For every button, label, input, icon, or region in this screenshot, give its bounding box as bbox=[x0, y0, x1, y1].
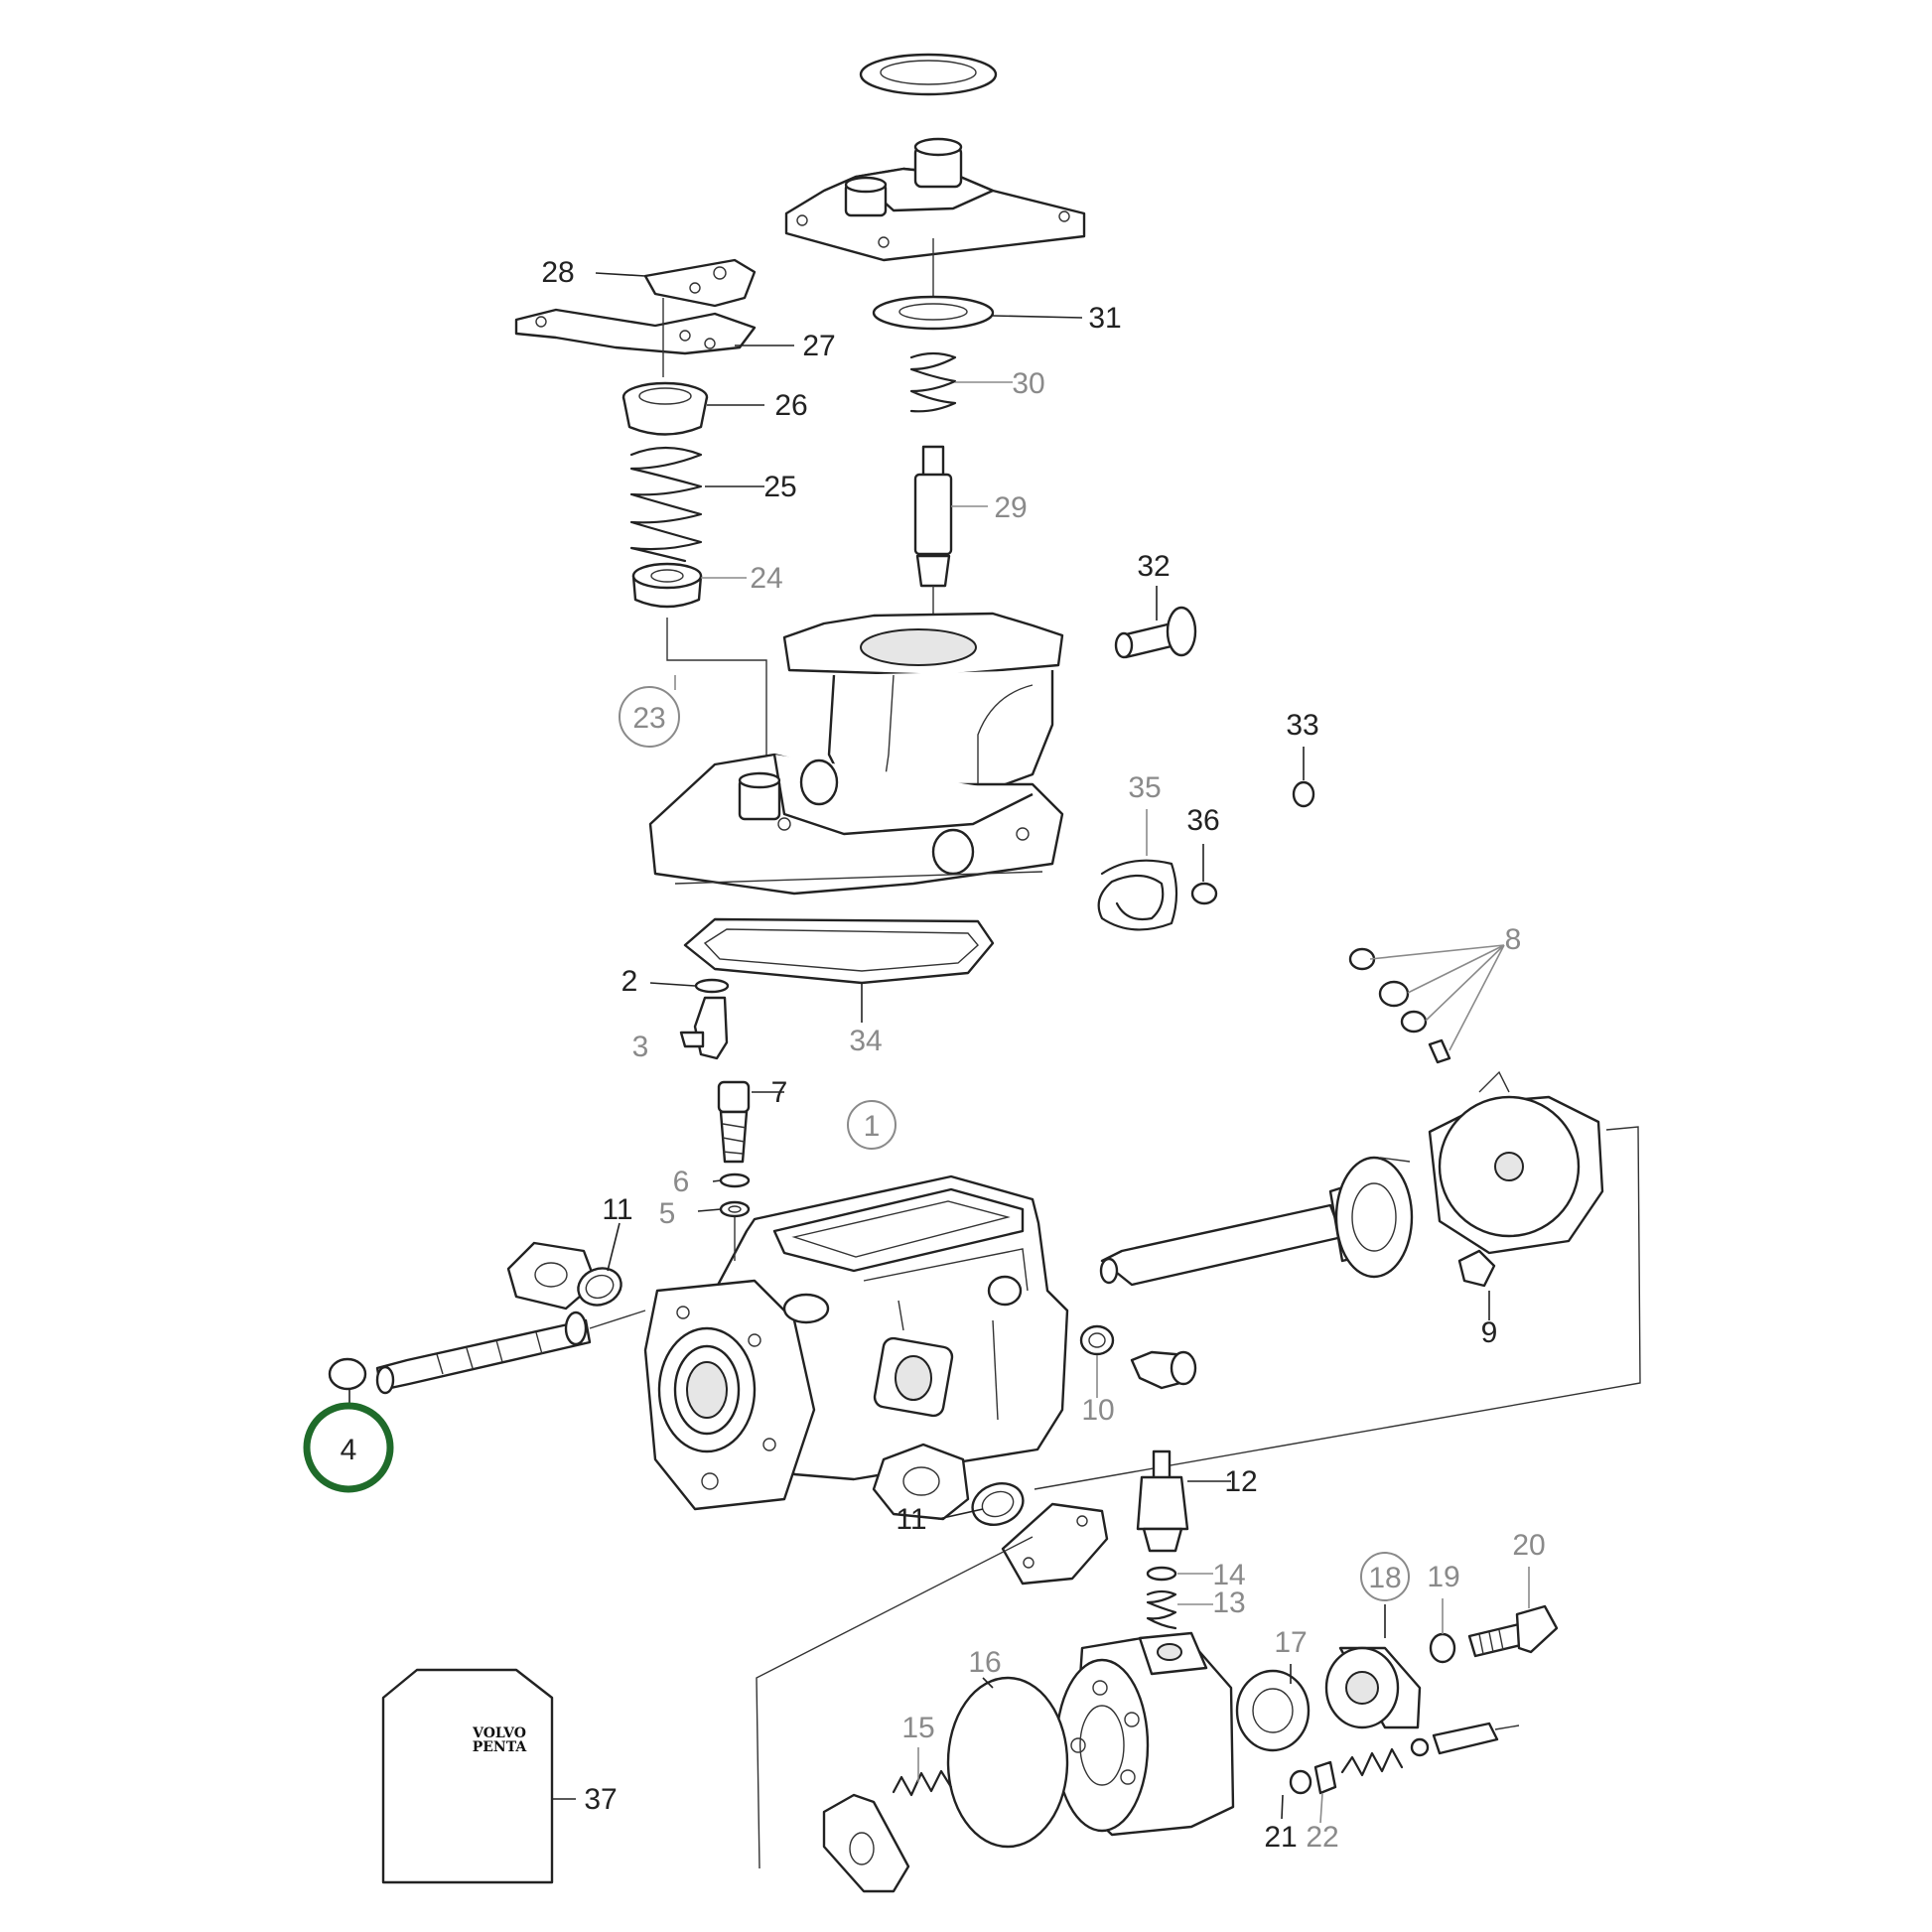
label-1-ring bbox=[847, 1100, 897, 1150]
label-18-ring bbox=[1360, 1552, 1410, 1601]
label-23-ring bbox=[619, 686, 680, 748]
spring-seat-26 bbox=[621, 381, 709, 436]
washer-19 bbox=[1429, 1632, 1456, 1664]
washer-14 bbox=[1146, 1566, 1177, 1582]
plate-28 bbox=[643, 258, 757, 308]
label-13[interactable]: 13 bbox=[1212, 1587, 1245, 1619]
key-9 bbox=[1457, 1249, 1496, 1288]
label-21[interactable]: 21 bbox=[1264, 1821, 1297, 1854]
advance-housing bbox=[1428, 1070, 1604, 1255]
label-15[interactable]: 15 bbox=[901, 1712, 934, 1744]
pump-body bbox=[643, 1174, 1069, 1511]
seal-ring-11a bbox=[577, 1267, 622, 1307]
governor-housing bbox=[648, 612, 1064, 896]
label-24[interactable]: 24 bbox=[750, 562, 782, 595]
plug-18 bbox=[1324, 1646, 1422, 1729]
small-parts-8 bbox=[1348, 947, 1451, 1064]
label-34[interactable]: 34 bbox=[849, 1025, 882, 1057]
shaft-assembly bbox=[375, 1311, 592, 1395]
nut-10 bbox=[1079, 1324, 1115, 1356]
washer-6 bbox=[719, 1173, 751, 1188]
kit-logo-line1: VOLVO bbox=[472, 1725, 526, 1741]
spring-35 bbox=[1097, 859, 1178, 931]
spring-seat-24 bbox=[631, 562, 703, 609]
label-20[interactable]: 20 bbox=[1512, 1529, 1545, 1562]
label-19[interactable]: 19 bbox=[1427, 1561, 1459, 1593]
valve-7 bbox=[717, 1080, 751, 1164]
label-11-top[interactable]: 11 bbox=[602, 1193, 632, 1226]
label-12[interactable]: 12 bbox=[1224, 1465, 1257, 1498]
label-3[interactable]: 3 bbox=[632, 1031, 649, 1063]
label-35[interactable]: 35 bbox=[1128, 771, 1161, 804]
label-23[interactable]: 23 bbox=[632, 702, 665, 735]
lever-27 bbox=[514, 308, 757, 355]
label-1[interactable]: 1 bbox=[864, 1110, 881, 1143]
label-4[interactable]: 4 bbox=[341, 1434, 357, 1466]
label-36[interactable]: 36 bbox=[1186, 804, 1219, 837]
gasket-34 bbox=[683, 917, 995, 985]
hydraulic-head bbox=[1054, 1631, 1235, 1837]
label-8[interactable]: 8 bbox=[1505, 923, 1522, 956]
diaphragm-disc bbox=[859, 53, 998, 96]
repair-kit-bag: VOLVO PENTA bbox=[381, 1668, 554, 1884]
delivery-valve-12 bbox=[1136, 1449, 1189, 1553]
label-33[interactable]: 33 bbox=[1286, 709, 1318, 742]
flange-15 bbox=[822, 1793, 910, 1893]
gasket-31 bbox=[872, 295, 995, 331]
o-ring-4 bbox=[328, 1357, 367, 1391]
label-11-bottom[interactable]: 11 bbox=[896, 1503, 926, 1536]
label-30[interactable]: 30 bbox=[1012, 367, 1044, 400]
highlight-ring bbox=[303, 1402, 394, 1493]
gasket-17 bbox=[1235, 1669, 1311, 1752]
washer-2 bbox=[694, 978, 730, 994]
label-14[interactable]: 14 bbox=[1212, 1559, 1245, 1591]
label-18[interactable]: 18 bbox=[1368, 1562, 1401, 1594]
label-17[interactable]: 17 bbox=[1274, 1626, 1307, 1659]
piston-22 bbox=[1289, 1722, 1520, 1795]
label-2[interactable]: 2 bbox=[621, 965, 638, 998]
label-27[interactable]: 27 bbox=[802, 330, 835, 362]
label-5[interactable]: 5 bbox=[659, 1197, 676, 1230]
kit-logo-line2: PENTA bbox=[473, 1739, 528, 1755]
label-37[interactable]: 37 bbox=[584, 1783, 617, 1816]
highlight-part-4[interactable]: 4 bbox=[303, 1402, 394, 1493]
pin-29 bbox=[913, 445, 953, 627]
label-26[interactable]: 26 bbox=[774, 389, 807, 422]
seal-ring-11b bbox=[971, 1482, 1025, 1526]
fitting-3 bbox=[679, 996, 729, 1060]
label-10[interactable]: 10 bbox=[1081, 1394, 1114, 1427]
gasket-16 bbox=[946, 1676, 1069, 1849]
washer-5 bbox=[719, 1200, 751, 1218]
flange-bottom bbox=[872, 1443, 970, 1521]
bolt-20 bbox=[1467, 1604, 1559, 1658]
clip-36 bbox=[1190, 882, 1218, 905]
label-28[interactable]: 28 bbox=[541, 256, 574, 289]
label-7[interactable]: 7 bbox=[771, 1076, 788, 1109]
spring-30 bbox=[909, 351, 957, 413]
label-29[interactable]: 29 bbox=[994, 491, 1027, 524]
drive-shaft bbox=[1099, 1156, 1414, 1287]
banjo-bolt-32 bbox=[1114, 606, 1197, 659]
label-32[interactable]: 32 bbox=[1137, 550, 1170, 583]
label-9[interactable]: 9 bbox=[1481, 1316, 1498, 1349]
label-6[interactable]: 6 bbox=[673, 1166, 690, 1198]
cover-plate bbox=[1001, 1502, 1109, 1586]
ring-33 bbox=[1292, 780, 1315, 808]
spring-13 bbox=[1146, 1589, 1177, 1630]
label-22[interactable]: 22 bbox=[1306, 1821, 1338, 1854]
label-16[interactable]: 16 bbox=[968, 1646, 1001, 1679]
label-31[interactable]: 31 bbox=[1088, 302, 1121, 335]
spring-25 bbox=[629, 446, 703, 563]
plug-10 bbox=[1130, 1350, 1197, 1390]
top-cover bbox=[784, 137, 1086, 262]
spring-15 bbox=[892, 1769, 953, 1797]
label-25[interactable]: 25 bbox=[763, 471, 796, 503]
leader-lines bbox=[348, 272, 1530, 1824]
